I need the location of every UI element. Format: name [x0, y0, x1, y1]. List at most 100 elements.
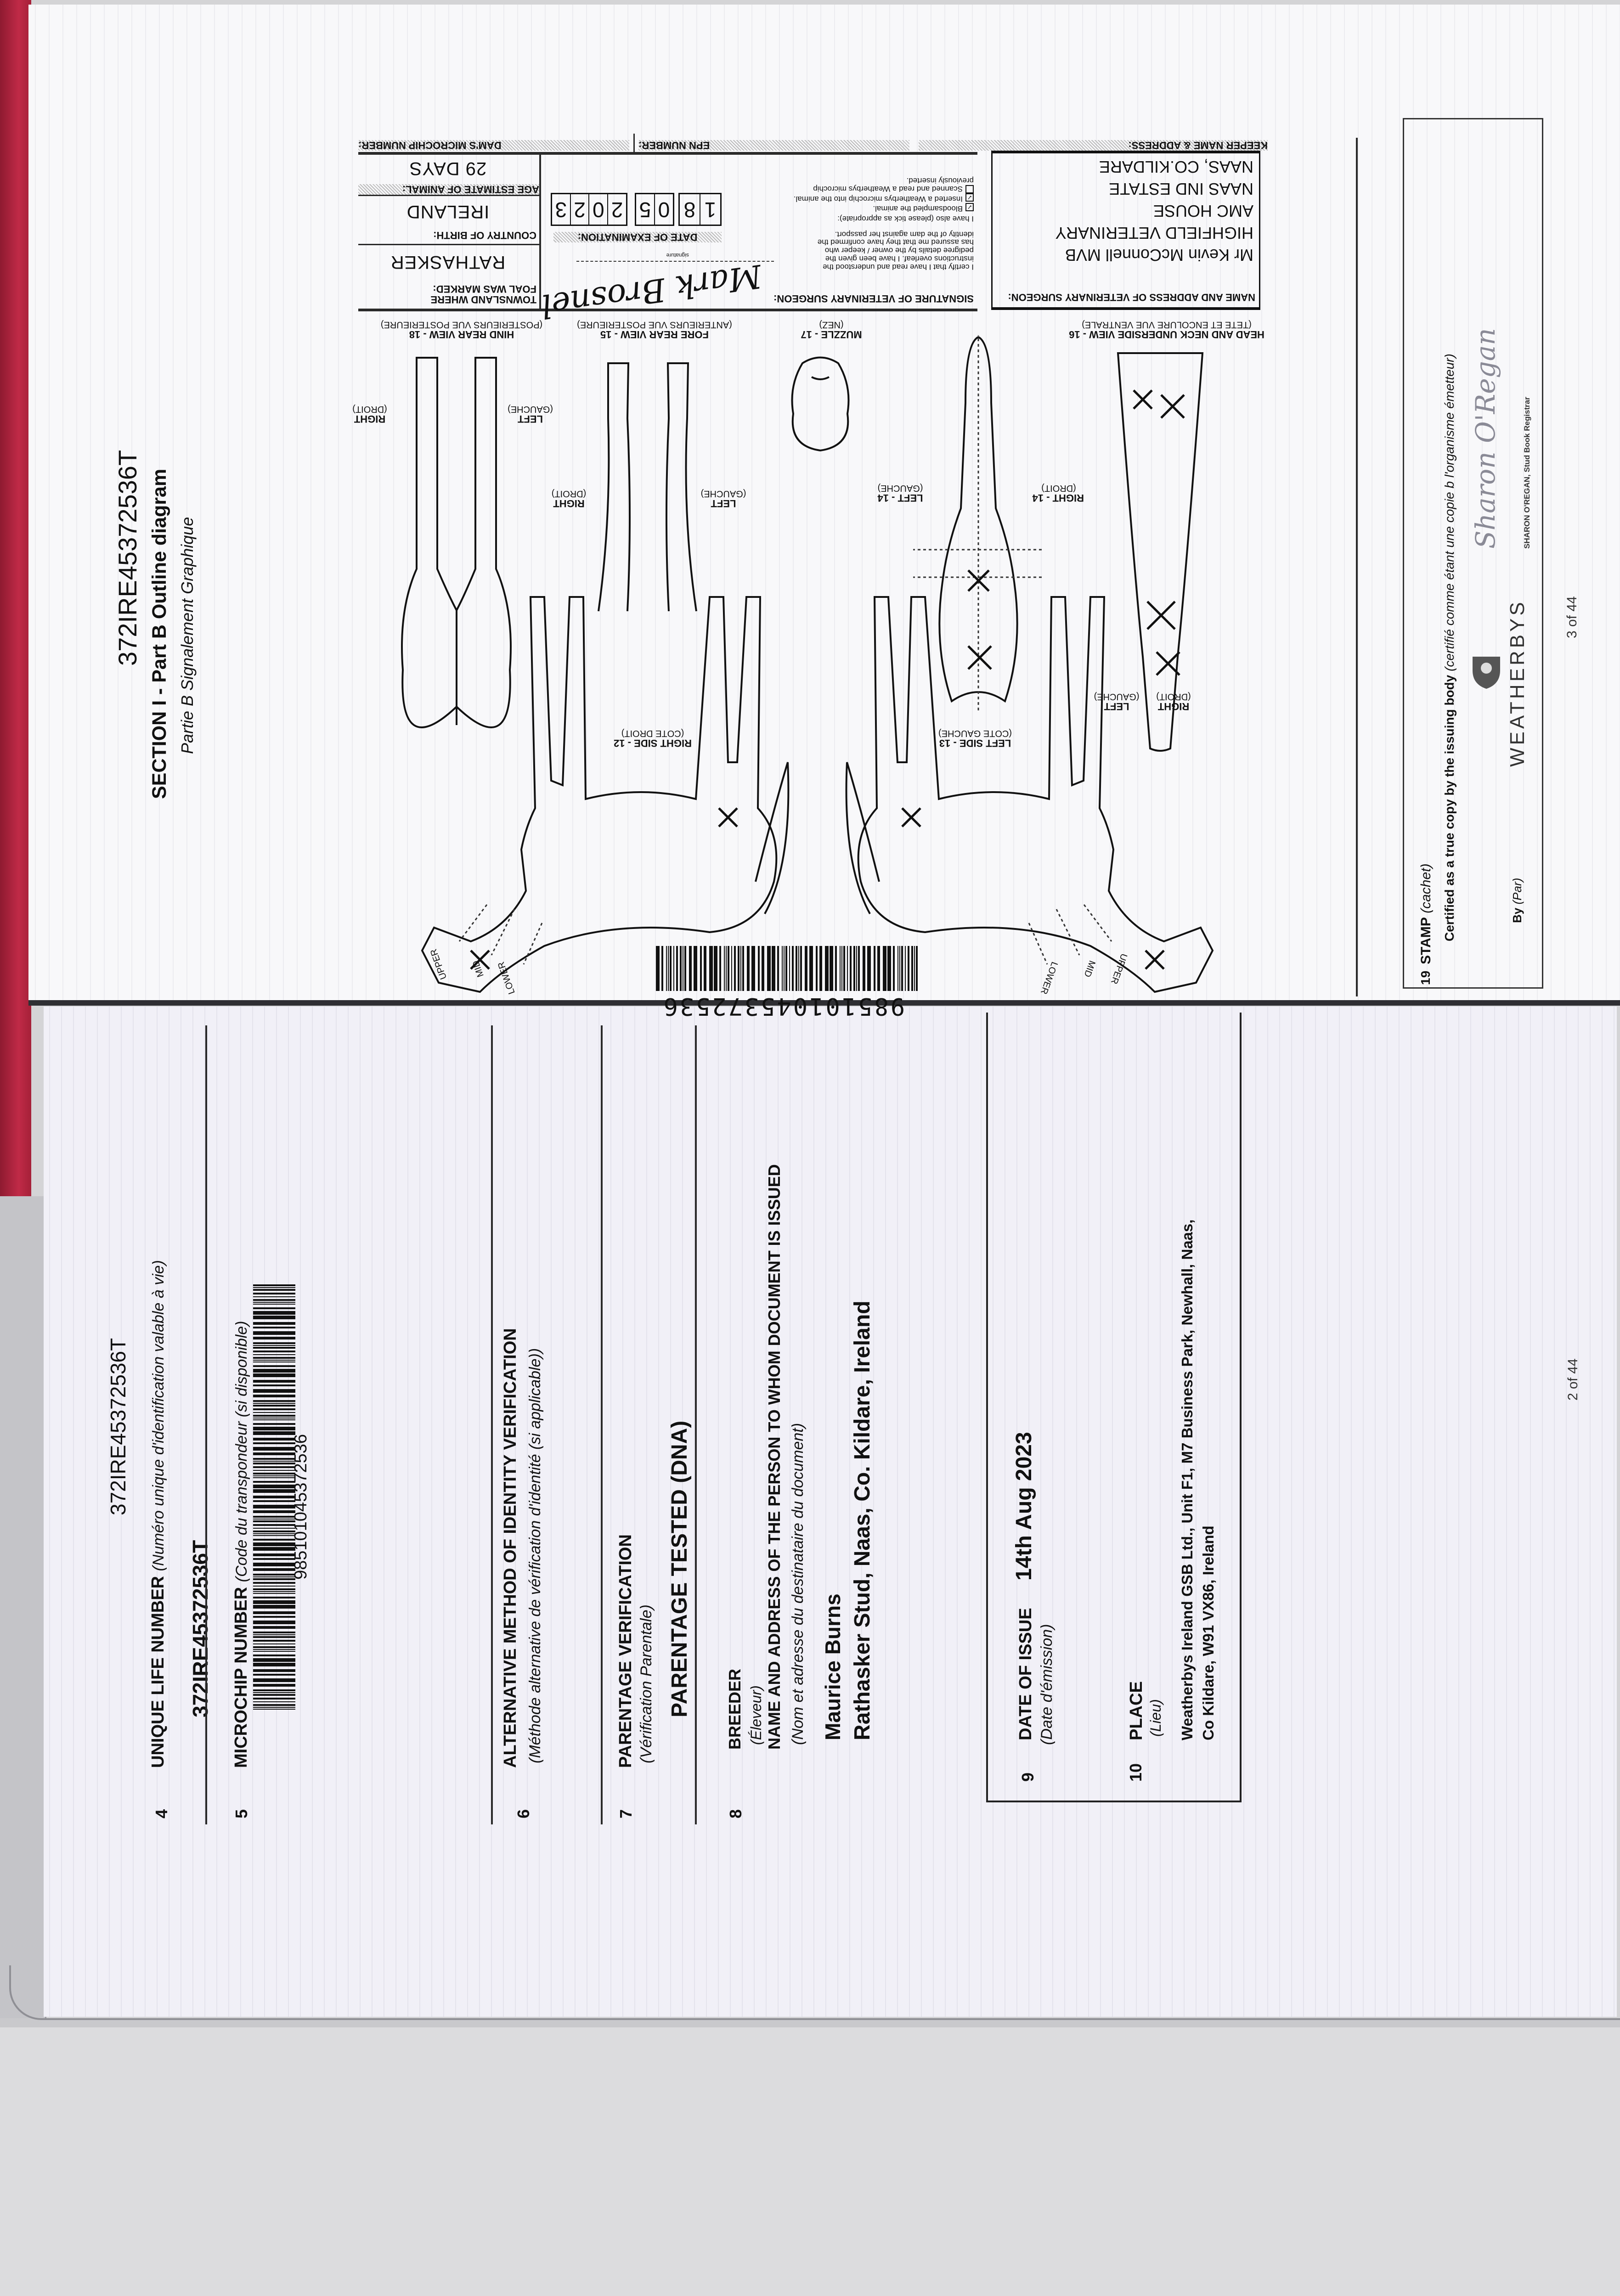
- barcode-bar: [253, 1345, 295, 1346]
- barcode-bar: [253, 1299, 295, 1301]
- barcode-bar: [825, 946, 829, 991]
- barcode-bar: [899, 946, 900, 991]
- form-rule: [358, 152, 977, 155]
- barcode-bar: [856, 946, 857, 991]
- barcode-bar: [772, 946, 775, 991]
- parentage-label: PARENTAGE VERIFICATION: [616, 1534, 635, 1768]
- barcode-bar: [789, 946, 790, 991]
- barcode-bar: [253, 1481, 295, 1483]
- barcode-bar: [253, 1516, 295, 1518]
- barcode-bar: [253, 1461, 295, 1462]
- stamp-number: 19: [1418, 970, 1433, 985]
- barcode-bar: [253, 1412, 295, 1413]
- barcode-bar: [742, 946, 744, 991]
- form-rule: [539, 154, 541, 310]
- uln-label: UNIQUE LIFE NUMBER (Numéro unique d'iden…: [148, 1260, 168, 1768]
- place-address-line-2: Co Kildare, W91 VX86, Ireland: [1200, 1525, 1217, 1740]
- issue-box: [986, 1013, 1242, 1802]
- barcode-bar: [908, 946, 909, 991]
- barcode-bar: [253, 1646, 295, 1648]
- barcode-bar: [777, 946, 779, 991]
- barcode-bar: [863, 946, 865, 991]
- barcode-bar: [798, 946, 799, 991]
- barcode-bar: [830, 946, 833, 991]
- barcode-bar: [253, 1477, 295, 1478]
- barcode-bar: [253, 1582, 295, 1584]
- recipient-name: Maurice Burns: [821, 1593, 845, 1740]
- fore-right-label: RIGHT(DROIT): [551, 488, 587, 509]
- date-of-issue-label-fr: (Date d'émission): [1038, 1624, 1056, 1745]
- breeder-label: BREEDER: [725, 1668, 744, 1750]
- hind-view-label: HIND REAR VIEW - 18(POSTERIEURS VUE POST…: [380, 319, 543, 340]
- vet-address-line: AMC HOUSE: [1153, 202, 1253, 220]
- barcode-bar: [253, 1701, 295, 1702]
- barcode-bar: [253, 1563, 295, 1566]
- barcode-bar: [684, 946, 686, 991]
- vet-address-box: NAME AND ADDRESS OF VETERINARY SURGEON: …: [991, 151, 1260, 310]
- barcode-bar: [734, 946, 736, 991]
- barcode-bar: [253, 1632, 295, 1633]
- barcode-bar: [758, 946, 760, 991]
- barcode-bar: [726, 946, 727, 991]
- left-14-label: LEFT - 14(GAUCHE): [877, 483, 923, 504]
- barcode-bar: [867, 946, 871, 991]
- townsland-value: RATHASKER: [390, 252, 506, 272]
- barcode-bar: [901, 946, 903, 991]
- barcode-bar: [905, 946, 906, 991]
- barcode-bar: [253, 1694, 295, 1696]
- barcode-bar: [877, 946, 880, 991]
- barcode-bar: [762, 946, 764, 991]
- horse-left-side-outline: [845, 596, 1214, 993]
- barcode-bar: [253, 1322, 295, 1325]
- checkbox-microchip-scanned[interactable]: Scanned and read a Weatherbys microchip …: [813, 176, 974, 193]
- barcode-bar: [253, 1380, 295, 1383]
- barcode-bar: [666, 946, 667, 991]
- barcode-bar: [253, 1578, 295, 1580]
- alt-method-label-fr: (Méthode alternative de vérification d'i…: [526, 1348, 544, 1763]
- recipient-label: NAME AND ADDRESS OF THE PERSON TO WHOM D…: [765, 1164, 784, 1750]
- barcode-bar: [253, 1489, 295, 1493]
- barcode-bar: [253, 1640, 295, 1642]
- barcode-bar: [668, 946, 669, 991]
- barcode-bar: [843, 946, 845, 991]
- barcode-bar: [253, 1593, 295, 1594]
- fore-left-label: LEFT(GAUCHE): [700, 488, 746, 509]
- field-number-10: 10: [1126, 1763, 1145, 1782]
- barcode-bar: [916, 946, 918, 991]
- page-2: [44, 1007, 1617, 2017]
- barcode-bar: [253, 1496, 295, 1498]
- barcode-bar: [728, 946, 729, 991]
- head-view-label: HEAD AND NECK UNDERSIDE VIEW - 16(TETE E…: [1069, 319, 1264, 340]
- head-right-label: RIGHT(DROIT): [1156, 691, 1191, 712]
- date-of-issue-label: DATE OF ISSUE: [1016, 1608, 1035, 1740]
- field-number-7: 7: [616, 1809, 635, 1818]
- barcode-bar: [253, 1692, 295, 1693]
- barcode-bar: [661, 946, 663, 991]
- checkbox-bloodsampled[interactable]: ✓Bloodsampled the animal.: [794, 203, 974, 213]
- barcode-bar: [784, 946, 785, 991]
- barcode-bar: [253, 1669, 295, 1672]
- vet-address-line: HIGHFIELD VETERINARY: [1055, 224, 1253, 242]
- barcode-bar: [253, 1600, 295, 1604]
- barcode-bar: [897, 946, 898, 991]
- barcode-bar: [253, 1588, 295, 1590]
- field-number-9: 9: [1018, 1772, 1037, 1782]
- barcode-bar: [253, 1597, 295, 1598]
- barcode-bar: [253, 1360, 295, 1361]
- barcode-bar: [709, 946, 713, 991]
- signature-line: [576, 261, 774, 262]
- barcode-bar: [747, 946, 750, 991]
- barcode-bar: [253, 1452, 295, 1455]
- checkbox-icon: ✓: [965, 193, 974, 202]
- barcode-bar: [253, 1576, 295, 1577]
- neck-region-guides: [458, 904, 543, 965]
- barcode-bar: [253, 1369, 295, 1373]
- checkbox-microchip-inserted[interactable]: ✓Inserted a Weatherbys microchip into th…: [794, 193, 974, 203]
- fore-legs-rear-view-outline: [598, 362, 697, 612]
- barcode-bar: [253, 1636, 295, 1638]
- place-label-fr: (Lieu): [1147, 1699, 1164, 1737]
- barcode-bar: [253, 1458, 295, 1460]
- barcode-bar: [792, 946, 794, 991]
- signature-label: SIGNATURE OF VETERINARY SURGEON:: [773, 293, 974, 304]
- barcode-bar: [253, 1473, 295, 1474]
